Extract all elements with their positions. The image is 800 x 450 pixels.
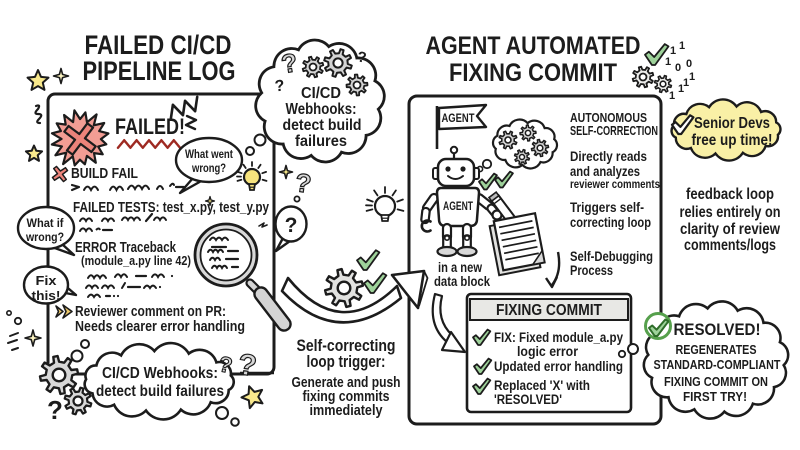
svg-text:Fix: Fix — [36, 273, 58, 288]
svg-text:Triggers self-: Triggers self- — [570, 199, 644, 215]
svg-text:FAILED!: FAILED! — [115, 114, 185, 139]
svg-text:0: 0 — [686, 58, 692, 70]
svg-text:0: 0 — [675, 62, 681, 74]
svg-text:1: 1 — [678, 83, 684, 95]
svg-text:PIPELINE LOG: PIPELINE LOG — [83, 56, 236, 86]
svg-text:?: ? — [236, 348, 259, 383]
svg-text:1: 1 — [669, 90, 675, 102]
svg-text:loop trigger:: loop trigger: — [307, 353, 386, 371]
svg-text:AGENT: AGENT — [443, 201, 473, 213]
svg-text:Generate and push: Generate and push — [292, 374, 401, 391]
svg-text:FAILED TESTS: test_x.py, test_: FAILED TESTS: test_x.py, test_y.py — [73, 200, 269, 216]
svg-text:relies entirely on: relies entirely on — [680, 204, 781, 221]
svg-text:immediately: immediately — [310, 402, 384, 419]
svg-text:What went: What went — [185, 147, 233, 161]
svg-text:1: 1 — [665, 56, 671, 68]
svg-text:free up time!: free up time! — [692, 132, 773, 149]
svg-text:What if: What if — [27, 216, 65, 230]
svg-text:detect build: detect build — [283, 117, 362, 134]
svg-text:in a new: in a new — [438, 260, 482, 275]
svg-text:FIXING COMMIT: FIXING COMMIT — [496, 302, 602, 319]
svg-text:FIX: Fixed module_a.py: FIX: Fixed module_a.py — [494, 330, 623, 345]
svg-text:this!: this! — [32, 288, 61, 303]
svg-text:reviewer comments: reviewer comments — [570, 179, 660, 191]
svg-text:SELF-CORRECTION: SELF-CORRECTION — [570, 123, 658, 138]
svg-text:FIRST TRY!: FIRST TRY! — [683, 390, 747, 404]
svg-text:detect build failures: detect build failures — [96, 383, 224, 400]
svg-text:comments/logs: comments/logs — [684, 237, 776, 254]
svg-text:fixing commits: fixing commits — [303, 388, 390, 405]
svg-text:Process: Process — [570, 262, 613, 278]
svg-text:?: ? — [216, 351, 234, 378]
svg-text:1: 1 — [670, 45, 676, 57]
svg-text:AUTONOMOUS: AUTONOMOUS — [570, 110, 647, 125]
svg-text:CI/CD: CI/CD — [301, 85, 341, 102]
svg-text:wrong?: wrong? — [191, 161, 226, 175]
svg-text:?: ? — [47, 395, 63, 425]
svg-text:feedback loop: feedback loop — [686, 186, 774, 203]
svg-text:Self-Debugging: Self-Debugging — [570, 248, 653, 264]
svg-text:AGENT AUTOMATED: AGENT AUTOMATED — [426, 32, 641, 60]
svg-text:?: ? — [274, 78, 285, 96]
svg-text:Senior Devs: Senior Devs — [694, 115, 770, 132]
svg-text:1: 1 — [689, 71, 695, 83]
svg-text:FAILED CI/CD: FAILED CI/CD — [85, 30, 232, 60]
svg-text:?: ? — [356, 48, 368, 66]
svg-text:'RESOLVED': 'RESOLVED' — [494, 392, 562, 407]
svg-text:wrong?: wrong? — [25, 230, 64, 244]
svg-text:(module_a.py line 42): (module_a.py line 42) — [81, 253, 191, 268]
svg-text:data block: data block — [434, 274, 490, 289]
svg-text:FIXING COMMIT ON: FIXING COMMIT ON — [664, 375, 768, 389]
svg-text:RESOLVED!: RESOLVED! — [674, 320, 761, 339]
svg-text:STANDARD-COMPLIANT: STANDARD-COMPLIANT — [654, 358, 781, 372]
svg-text:CI/CD Webhooks:: CI/CD Webhooks: — [102, 365, 218, 382]
svg-text:?: ? — [279, 47, 300, 79]
svg-text:AGENT: AGENT — [442, 113, 475, 125]
svg-text:Updated error handling: Updated error handling — [494, 359, 623, 374]
svg-text:ERROR Traceback: ERROR Traceback — [75, 239, 176, 256]
svg-text:failures: failures — [295, 133, 347, 150]
svg-text:clarity of review: clarity of review — [680, 221, 781, 238]
svg-text:and analyzes: and analyzes — [570, 163, 640, 179]
svg-text:Reviewer comment on PR:: Reviewer comment on PR: — [75, 304, 226, 320]
svg-text:FIXING COMMIT: FIXING COMMIT — [449, 59, 617, 87]
svg-text:?: ? — [293, 167, 313, 199]
svg-text:?: ? — [285, 214, 298, 237]
svg-text:REGENERATES: REGENERATES — [676, 343, 757, 357]
svg-text:logic error: logic error — [517, 344, 579, 359]
svg-text:Webhooks:: Webhooks: — [286, 101, 357, 118]
svg-text:1: 1 — [679, 40, 685, 52]
svg-text:Directly reads: Directly reads — [570, 148, 647, 164]
svg-text:Replaced 'X' with: Replaced 'X' with — [494, 378, 590, 393]
svg-text:1: 1 — [683, 77, 689, 89]
svg-text:Self-correcting: Self-correcting — [297, 337, 396, 355]
svg-text:BUILD FAIL: BUILD FAIL — [71, 166, 138, 182]
svg-text:correcting loop: correcting loop — [570, 214, 651, 230]
svg-text:Needs clearer error handling: Needs clearer error handling — [75, 319, 245, 335]
